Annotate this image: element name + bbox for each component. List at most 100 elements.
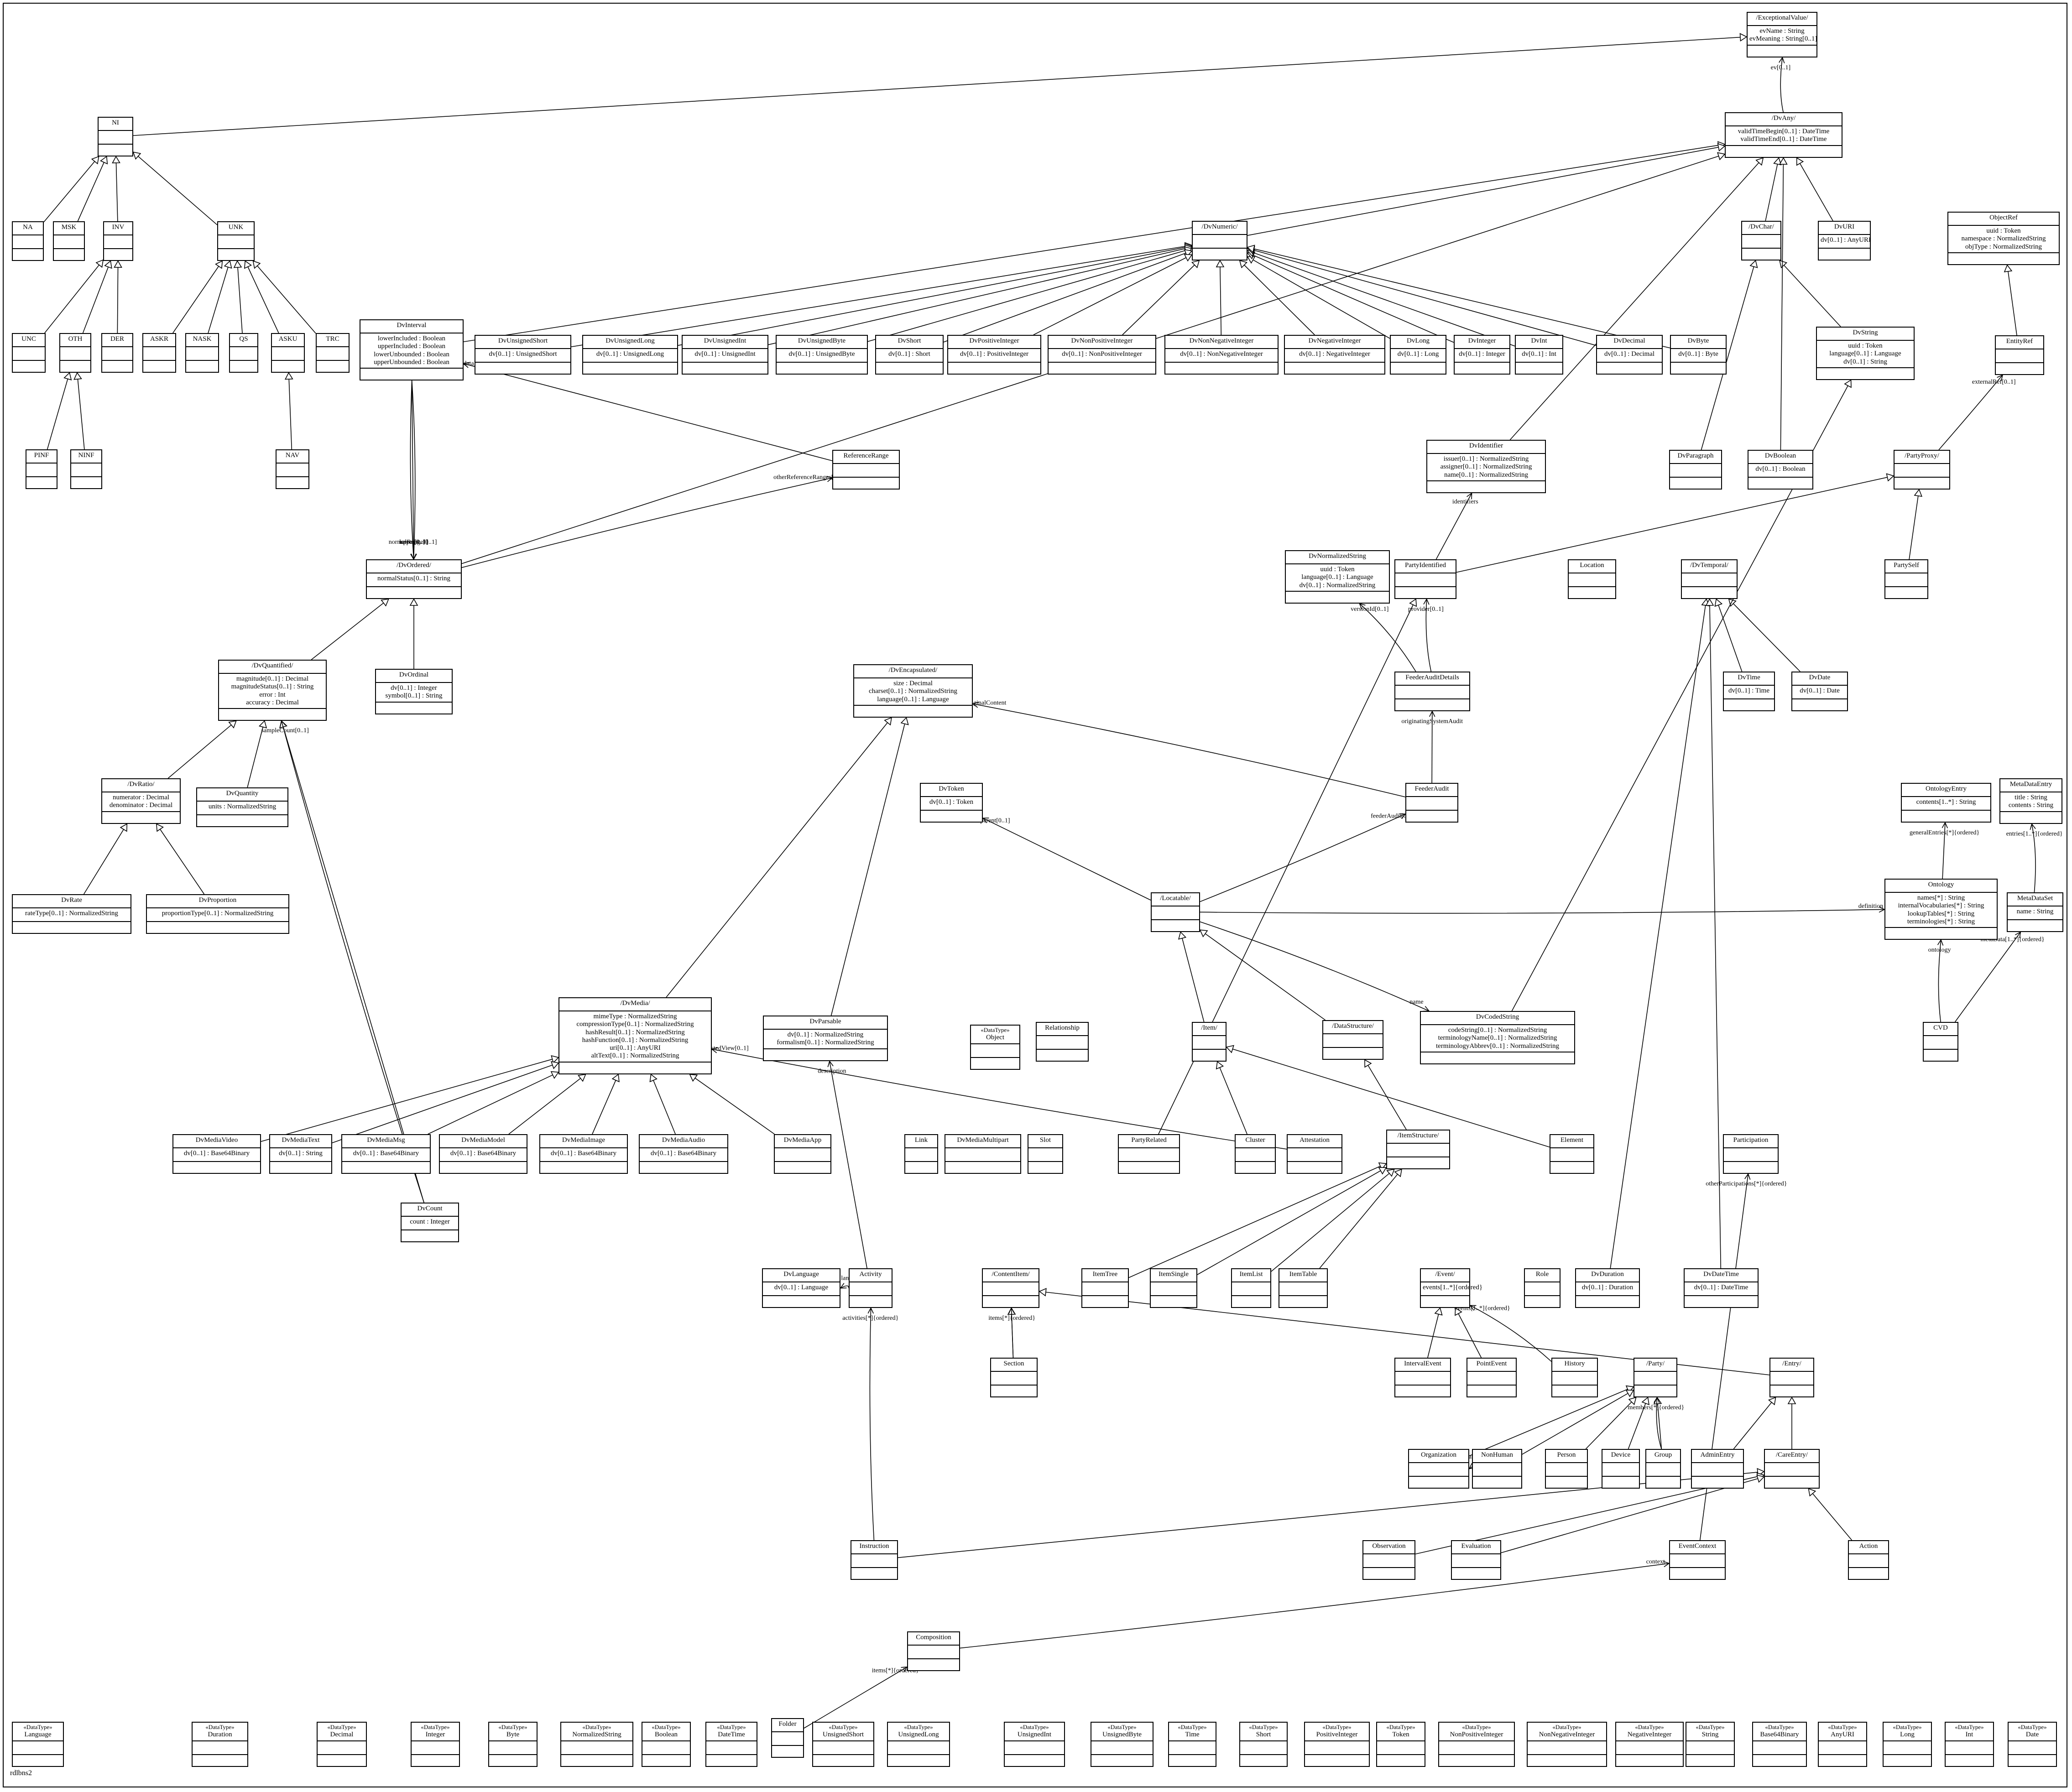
class-title: DvMediaVideo [195,1136,238,1144]
class-title: Token [1392,1730,1409,1738]
generalization-edge [1909,489,1920,560]
class-attributes [104,235,132,249]
association-role-label: items[*]{ordered} [988,1315,1035,1322]
class-attributes [813,1741,873,1756]
class-attributes [1473,1463,1521,1477]
class-title: DvUnsignedShort [498,337,548,344]
association-edge [411,380,416,560]
association-edge [711,1048,1287,1150]
class-attribute: dv[0..1] : Token [929,798,974,806]
class-name: ObjectRef [1948,213,2059,226]
class-attributes [412,1741,459,1756]
class-name: DvCodedString [1421,1012,1574,1025]
class-title: DvMediaText [282,1136,320,1144]
class-attribute: terminologies[*] : String [1907,917,1975,925]
class-stereotype: «DataType» [981,1026,1010,1033]
class-box-dt-string: «DataType»String [1686,1722,1735,1767]
class-attributes: dv[0..1] : Decimal [1597,349,1662,363]
class-operations [102,812,180,823]
association-edge [1359,603,1416,672]
class-attribute: uuid : Token [1986,227,2021,234]
class-operations [1305,1755,1369,1766]
class-box-relationship: Relationship [1036,1022,1089,1062]
association-arrowhead [1997,374,2004,381]
class-box-person: Person [1545,1449,1588,1489]
class-attributes [1232,1282,1270,1296]
class-attributes [1770,1372,1813,1386]
class-operations [1288,1162,1341,1173]
class-name: DvDuration [1576,1269,1639,1282]
class-operations [640,1162,727,1173]
class-box-dvmediaapp: DvMediaApp [774,1134,831,1174]
class-operations [706,1755,757,1766]
class-attributes [1885,573,1927,587]
class-attributes [317,347,349,361]
generalization-edge [117,260,119,333]
class-title: DvByte [1687,337,1709,344]
class-attribute: issuer[0..1] : NormalizedString [1443,455,1529,463]
class-operations [230,361,257,372]
class-attributes [706,1741,757,1756]
class-title: DvInt [1531,337,1547,344]
class-name: PartySelf [1885,560,1927,573]
class-operations [1817,368,1914,379]
class-attribute: language[0..1] : Language [877,695,949,703]
class-name: Organization [1409,1450,1468,1463]
generalization-arrowhead [1239,260,1247,269]
class-name: DvNormalizedString [1286,551,1389,564]
class-attributes [888,1741,949,1756]
association-edge [829,1061,867,1269]
class-attributes [971,1044,1019,1058]
class-title: Cluster [1245,1136,1265,1144]
class-name: «DataType»Duration [193,1723,247,1742]
class-box-dvmediamultipart: DvMediaMultipart [945,1134,1021,1174]
class-title: Participation [1733,1136,1769,1144]
generalization-edge [261,1057,559,1142]
class-box-section: Section [990,1358,1038,1397]
class-title: Location [1580,562,1604,569]
class-title: Duration [208,1730,232,1738]
class-title: /Event/ [1435,1271,1455,1278]
association-edge [1200,909,1885,914]
class-title: AdminEntry [1700,1451,1735,1459]
generalization-edge [1217,1061,1247,1135]
class-title: DvDate [1809,674,1831,681]
generalization-arrowhead [1216,260,1225,267]
generalization-edge [592,1074,619,1135]
class-name: Cluster [1236,1135,1275,1148]
class-attribute: dv[0..1] : DateTime [1694,1284,1748,1291]
class-attributes [850,1282,892,1296]
class-name: DvOrdinal [376,670,452,683]
generalization-arrowhead [156,823,164,832]
class-attribute: validTimeEnd[0..1] : DateTime [1740,135,1827,143]
class-operations [1753,1755,1806,1766]
class-name: NonHuman [1473,1450,1521,1463]
generalization-edge [133,151,218,225]
class-stereotype: «DataType» [421,1724,450,1730]
class-attributes [2009,1741,2056,1756]
class-name: NA [13,222,43,235]
class-attributes [13,235,43,249]
generalization-arrowhead [1625,1390,1634,1397]
class-name: Ontology [1885,880,1997,893]
class-attribute: dv[0..1] : NonNegativeInteger [1180,350,1263,358]
class-operations [1528,1755,1606,1766]
class-operations [971,1058,1019,1069]
class-operations [1119,1162,1179,1173]
class-title: Long [1900,1730,1915,1738]
class-box-slot: Slot [1028,1134,1063,1174]
class-operations [197,815,287,826]
class-title: Short [1256,1730,1271,1738]
association-arrowhead [1654,1396,1660,1403]
class-attribute: upperUnbounded : Boolean [374,358,449,366]
class-attributes [1387,1144,1449,1157]
class-attributes [26,464,57,477]
class-attribute: proportionType[0..1] : NormalizedString [162,910,274,917]
